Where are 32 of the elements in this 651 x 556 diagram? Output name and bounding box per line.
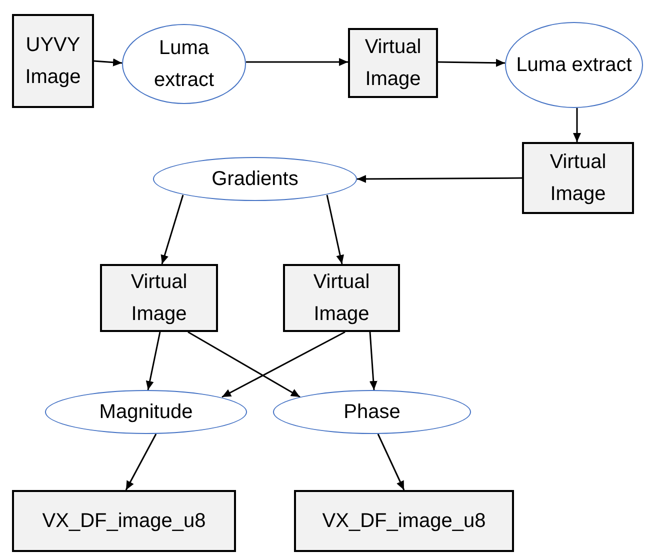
node-label: Virtual Image: [130, 270, 188, 327]
data-box: [522, 142, 634, 214]
arrow: [357, 174, 522, 183]
node-label: VX_DF_image_u8: [41, 509, 207, 534]
data-box: [12, 490, 236, 552]
arrow: [573, 108, 581, 142]
data-box: [12, 14, 94, 108]
arrow: [125, 434, 157, 490]
node-label: Virtual Image: [548, 150, 608, 207]
arrow: [438, 58, 506, 67]
node-label: Luma extract: [152, 36, 216, 93]
data-box: [294, 490, 514, 552]
data-box: [100, 264, 218, 332]
node-label: Virtual Image: [312, 270, 371, 327]
data-box: [283, 264, 400, 332]
node-label: UYVY Image: [24, 33, 82, 90]
node-label: Virtual Image: [364, 35, 422, 92]
data-box: [348, 28, 438, 98]
arrow: [160, 194, 184, 264]
node-label: Luma extract: [515, 53, 633, 78]
node-label: VX_DF_image_u8: [321, 509, 487, 534]
arrow: [94, 58, 122, 66]
node-label: Phase: [342, 400, 402, 425]
arrow: [222, 331, 346, 398]
arrow: [326, 194, 344, 264]
arrow: [246, 58, 348, 66]
arrow: [146, 332, 161, 390]
arrow: [369, 332, 378, 390]
arrow: [188, 331, 300, 398]
arrow: [377, 434, 405, 490]
node-label: Magnitude: [98, 400, 194, 425]
node-label: Gradients: [210, 167, 300, 192]
